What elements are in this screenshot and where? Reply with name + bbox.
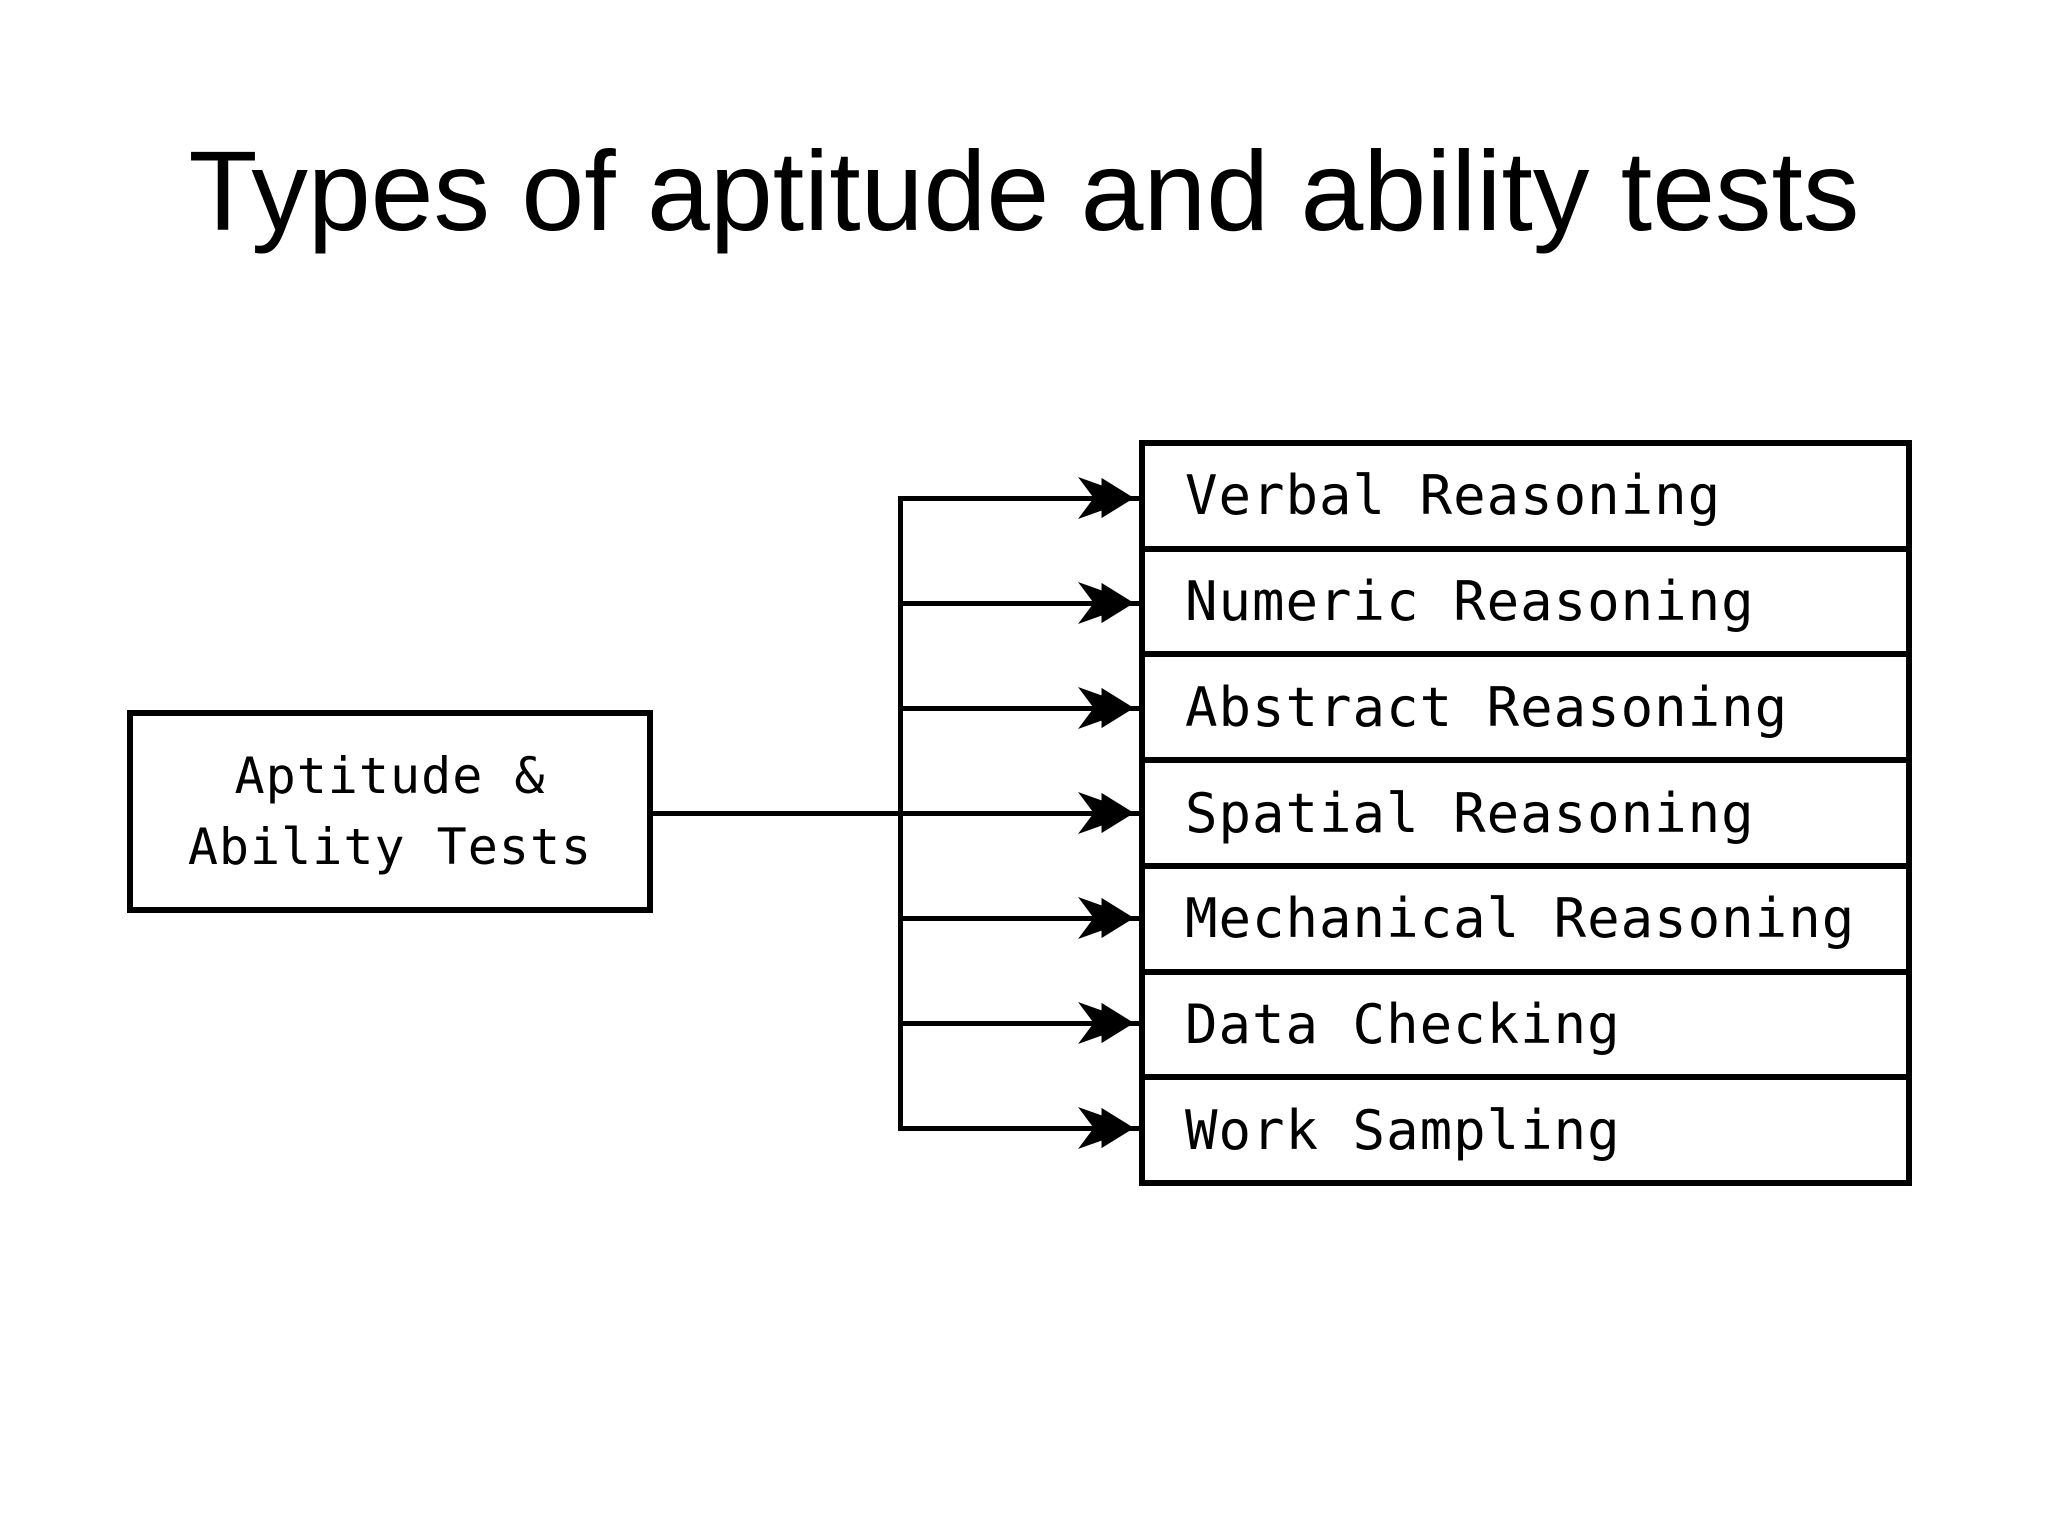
test-row-numeric: Numeric Reasoning xyxy=(1145,552,1906,658)
test-row-label: Abstract Reasoning xyxy=(1185,675,1789,739)
connector-main-line xyxy=(653,811,903,816)
test-row-label: Mechanical Reasoning xyxy=(1185,887,1856,951)
test-row-label: Data Checking xyxy=(1185,992,1621,1056)
test-row-label: Numeric Reasoning xyxy=(1185,570,1755,634)
aptitude-box-label-line2: Ability Tests xyxy=(187,817,593,876)
branch-line-spatial xyxy=(898,811,1139,816)
branch-line-numeric xyxy=(898,601,1139,606)
test-row-spatial: Spatial Reasoning xyxy=(1145,763,1906,869)
aptitude-ability-box: Aptitude & Ability Tests xyxy=(127,710,653,913)
test-row-abstract: Abstract Reasoning xyxy=(1145,657,1906,764)
test-row-label: Work Sampling xyxy=(1185,1098,1621,1162)
branch-line-data xyxy=(898,1021,1139,1026)
test-types-list: Verbal Reasoning Numeric Reasoning Abstr… xyxy=(1139,440,1912,1186)
test-row-verbal: Verbal Reasoning xyxy=(1145,446,1906,552)
test-row-label: Spatial Reasoning xyxy=(1185,781,1755,845)
test-row-mechanical: Mechanical Reasoning xyxy=(1145,869,1906,975)
branch-line-verbal xyxy=(898,496,1139,501)
branch-line-work xyxy=(898,1126,1139,1131)
branch-line-abstract xyxy=(898,706,1139,711)
test-row-label: Verbal Reasoning xyxy=(1185,464,1722,528)
test-row-work: Work Sampling xyxy=(1145,1080,1906,1180)
aptitude-box-label-line1: Aptitude & xyxy=(234,746,546,805)
branch-line-mechanical xyxy=(898,916,1139,921)
test-row-data: Data Checking xyxy=(1145,975,1906,1081)
slide-title: Types of aptitude and ability tests xyxy=(188,128,1860,254)
